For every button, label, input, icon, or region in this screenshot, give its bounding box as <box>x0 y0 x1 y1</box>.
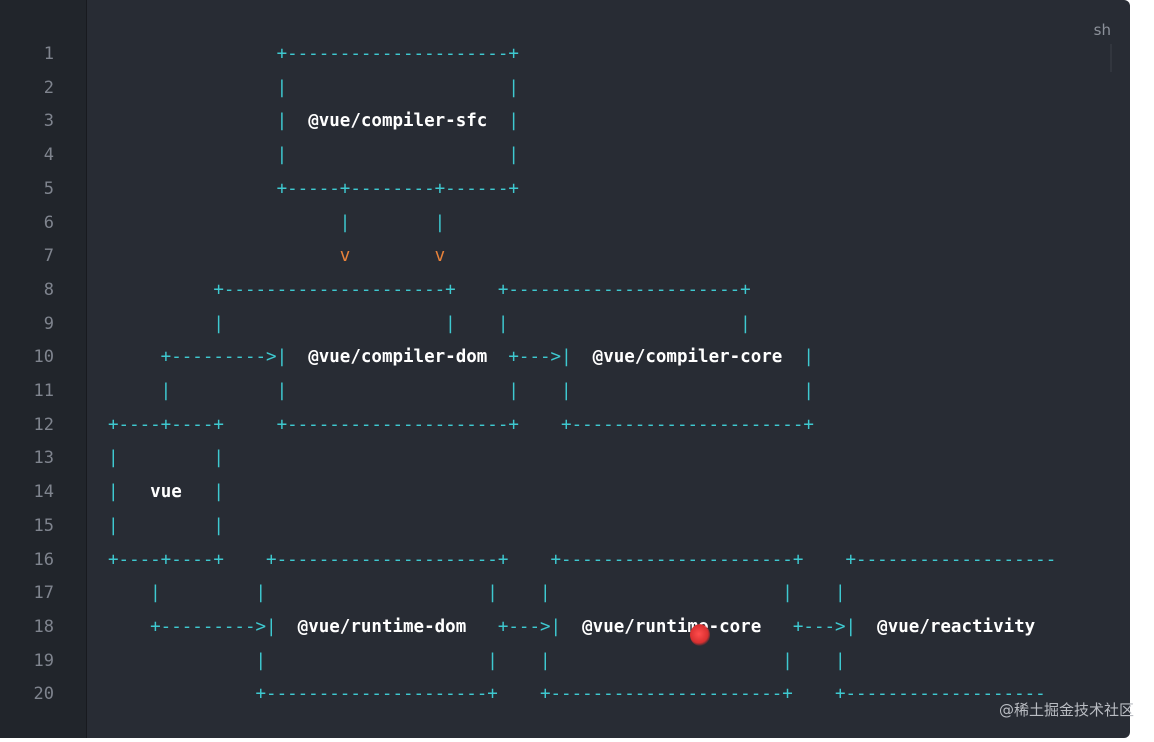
code-line: | | <box>108 78 519 98</box>
code-line: +--------->| @vue/runtime-dom +--->| @vu… <box>108 617 1035 637</box>
line-number: 3 <box>43 111 54 132</box>
diagram-lines: | | | | | <box>108 381 814 401</box>
code-line: | | <box>108 145 519 165</box>
diagram-lines: +-----+--------+------+ <box>108 178 519 199</box>
line-number: 9 <box>43 313 54 334</box>
diagram-lines: | | <box>108 448 224 469</box>
diagram-lines: +----+----+ +---------------------+ +---… <box>108 414 814 435</box>
code-line: v v <box>108 246 445 266</box>
diagram-lines: | | <box>108 212 446 233</box>
diagram-lines: | <box>181 482 224 503</box>
diagram-lines: +----+----+ +---------------------+ +---… <box>108 549 1057 570</box>
diagram-lines: +---------------------+ +---------------… <box>108 279 751 300</box>
code-line: | | | | <box>108 313 751 334</box>
code-line: +----+----+ +---------------------+ +---… <box>108 415 814 435</box>
code-line: +--------->| @vue/compiler-dom +--->| @v… <box>108 347 814 367</box>
arrow-head: v <box>434 246 446 267</box>
package-name: @vue/compiler-dom <box>308 347 488 368</box>
line-number: 14 <box>33 482 54 503</box>
package-name: @vue/reactivity <box>877 616 1036 637</box>
watermark: @稀土掘金技术社区 <box>998 701 1134 719</box>
code-line: | vue | <box>108 482 224 502</box>
diagram-lines: | <box>108 111 309 132</box>
code-line: | | <box>108 516 224 536</box>
diagram-lines: +--->| <box>487 347 593 368</box>
diagram-lines: | <box>108 482 151 503</box>
package-name: @vue/compiler-sfc <box>308 111 488 132</box>
line-number: 2 <box>43 77 54 98</box>
code-line: +---------------------+ +---------------… <box>108 684 1046 704</box>
diagram-lines: | | | | | | <box>108 583 846 604</box>
line-number: 1 <box>43 44 54 64</box>
diagram-lines: +--------->| <box>108 347 309 368</box>
code-line: +---------------------+ +---------------… <box>108 279 751 300</box>
code-content[interactable]: +---------------------+ | | | @vue/compi… <box>108 0 1130 738</box>
code-line: +-----+--------+------+ <box>108 179 519 199</box>
package-name: @vue/compiler-core <box>592 347 783 368</box>
diagram-lines: +--->| <box>466 616 583 637</box>
diagram-lines: | | | | <box>108 313 751 334</box>
arrow-head: v <box>339 246 351 267</box>
package-name: @vue/runtime-dom <box>297 616 467 637</box>
line-number: 11 <box>33 381 54 401</box>
line-number: 7 <box>43 246 54 267</box>
line-number: 20 <box>33 684 54 705</box>
diagram-lines: | | <box>108 77 519 98</box>
diagram-lines: +--->| <box>761 616 878 637</box>
code-line: | | | | | | <box>108 583 846 604</box>
code-line: | | | | | <box>108 651 846 671</box>
line-number: 10 <box>33 347 54 368</box>
diagram-lines: | | <box>108 145 519 166</box>
line-number: 13 <box>33 448 54 469</box>
code-line: +----+----+ +---------------------+ +---… <box>108 550 1056 570</box>
diagram-lines: +---------------------+ +---------------… <box>108 684 1046 705</box>
line-number: 17 <box>33 583 54 604</box>
diagram-lines: | <box>487 111 519 132</box>
line-number: 19 <box>33 650 54 671</box>
line-number: 6 <box>43 212 54 233</box>
line-number: 18 <box>33 616 54 637</box>
pointer-cursor-icon <box>690 624 710 646</box>
package-name: vue <box>150 482 182 503</box>
diagram-lines: +---------------------+ <box>108 44 519 64</box>
line-number: 16 <box>33 549 54 570</box>
diagram-lines <box>108 246 340 266</box>
scrollbar-track <box>1110 44 1112 72</box>
line-number: 4 <box>43 145 54 166</box>
code-line: | | <box>108 448 224 468</box>
code-line: | | <box>108 213 445 233</box>
diagram-lines <box>350 246 434 266</box>
code-line: +---------------------+ <box>108 44 519 64</box>
line-number: 5 <box>43 178 54 199</box>
code-line: | @vue/compiler-sfc | <box>108 111 519 131</box>
diagram-lines: | | | | | <box>108 650 846 671</box>
line-number: 12 <box>33 414 54 435</box>
line-number: 15 <box>33 515 54 536</box>
diagram-lines: | | <box>108 515 224 536</box>
line-number: 8 <box>43 279 54 300</box>
diagram-lines: +--------->| <box>108 616 298 637</box>
diagram-lines: | <box>782 347 814 368</box>
package-name: @vue/runtime-core <box>582 616 762 637</box>
code-line: | | | | | <box>108 381 814 401</box>
language-label[interactable]: sh <box>1093 21 1111 39</box>
